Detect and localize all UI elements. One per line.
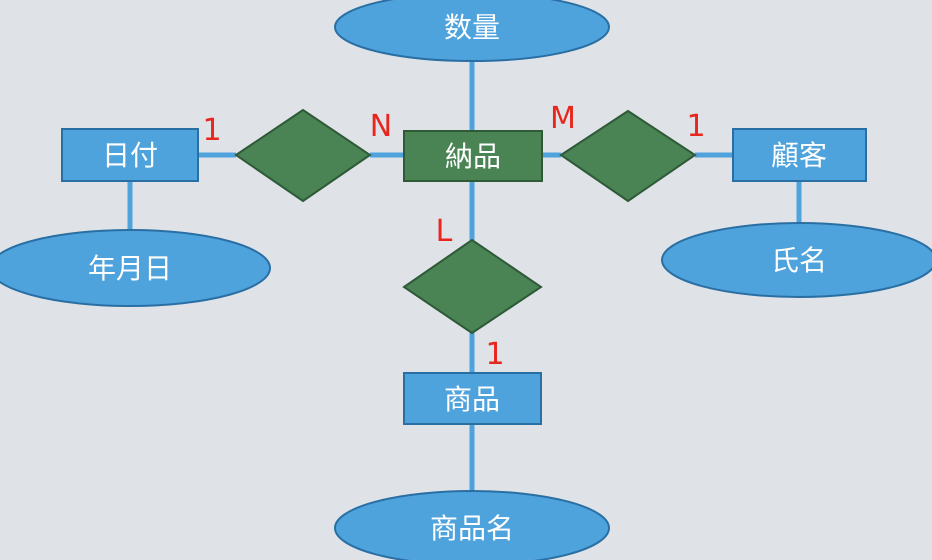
entity-delivery: 納品 <box>403 130 543 182</box>
relationship-delivery-customer <box>559 109 697 203</box>
entity-product-label: 商品 <box>444 383 500 416</box>
attribute-year-month-day-label: 年月日 <box>88 252 172 285</box>
cardinality-delivery-left: N <box>370 109 392 144</box>
cardinality-customer-side: 1 <box>686 109 705 144</box>
entity-customer-label: 顧客 <box>771 139 827 172</box>
cardinality-delivery-bottom: L <box>436 214 453 249</box>
attribute-year-month-day: 年月日 <box>0 229 271 307</box>
entity-date-label: 日付 <box>102 139 158 172</box>
entity-delivery-label: 納品 <box>445 140 501 173</box>
entity-customer: 顧客 <box>732 128 867 182</box>
attribute-customer-name-label: 氏名 <box>771 244 827 277</box>
relationship-delivery-product <box>402 238 543 335</box>
cardinality-date-side: 1 <box>202 113 221 148</box>
cardinality-product-side: 1 <box>485 337 504 372</box>
connector-lines <box>127 60 802 492</box>
attribute-product-name: 商品名 <box>334 490 610 560</box>
attribute-quantity-label: 数量 <box>444 11 500 44</box>
cardinality-delivery-right: M <box>550 101 576 136</box>
attribute-customer-name: 氏名 <box>661 222 932 298</box>
attribute-product-name-label: 商品名 <box>430 512 514 545</box>
entity-product: 商品 <box>403 372 542 425</box>
entity-date: 日付 <box>61 128 199 182</box>
relationship-date-delivery <box>234 108 372 203</box>
attribute-quantity: 数量 <box>334 0 610 62</box>
